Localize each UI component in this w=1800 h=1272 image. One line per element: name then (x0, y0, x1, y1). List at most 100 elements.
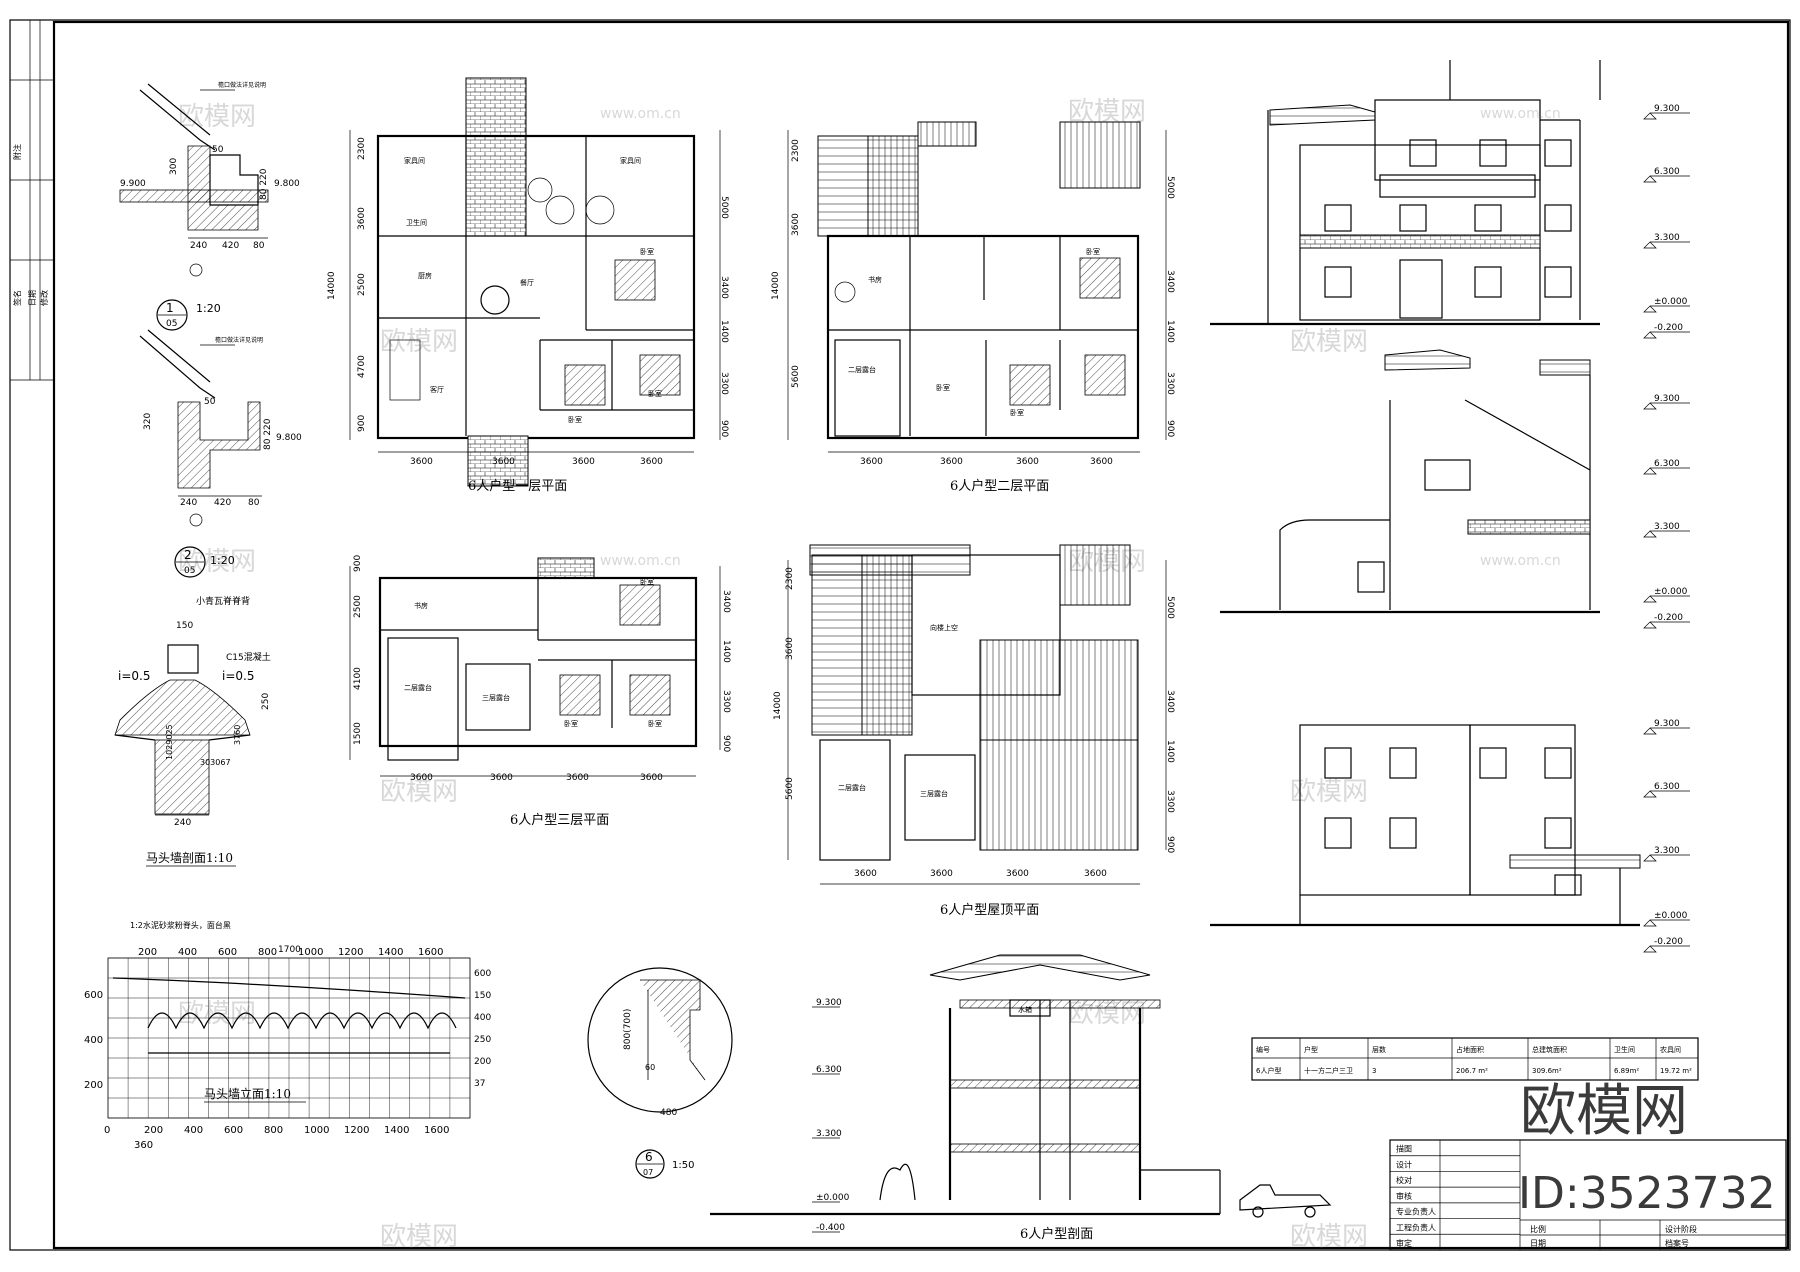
mhq-top-tick: 400 (178, 947, 197, 958)
dim: 420 (222, 241, 239, 251)
section-level: 6.300 (816, 1065, 842, 1075)
level-value: 3.300 (1654, 846, 1680, 856)
room-label: 书房 (868, 275, 882, 284)
dim: i=0.5 (222, 669, 254, 683)
dim: i=0.5 (118, 669, 150, 683)
level-mark (1643, 595, 1657, 603)
mhq-left-tick: 600 (84, 990, 103, 1001)
dim: 2500 (353, 595, 363, 618)
dim: 150 (176, 621, 193, 631)
level-value: 6.300 (1654, 167, 1680, 177)
dim: 3400 (1165, 690, 1175, 713)
room-label: 向楼上空 (930, 623, 958, 632)
dim: 60 (645, 1063, 655, 1072)
elevation-side (1220, 349, 1600, 614)
plan-1-ground-floor: 家具间 家具间 卫生间 厨房 餐厅 客厅 卧室 卧室 卧室 3600 3600 … (327, 77, 729, 494)
dim: 320 (143, 413, 153, 430)
dim: 80 (253, 241, 265, 251)
detail-1-ref: 05 (166, 319, 177, 329)
dim: 900 (721, 735, 731, 752)
level-value: -0.200 (1654, 937, 1683, 947)
plan-3-title: 6人户型三层平面 (510, 812, 609, 828)
level-value: 6.300 (1654, 782, 1680, 792)
dim: 240 (190, 241, 207, 251)
dim: 3600 (1016, 457, 1039, 467)
dim-small: 3760 (233, 725, 242, 745)
sheet-inner-border (52, 20, 1790, 1250)
dim: 3400 (1165, 270, 1175, 293)
mhq-top-tick: 800 (258, 947, 277, 958)
dim: 5000 (719, 196, 729, 219)
tb-row-label: 审定 (1396, 1238, 1412, 1248)
watermark-brand: 欧模网 (1290, 327, 1368, 357)
dim: 80 (248, 498, 260, 508)
watermark-brand: 欧模网 (1290, 777, 1368, 807)
watermark-id: ID:3523732 (1518, 1168, 1776, 1219)
room-label: 三层露台 (920, 789, 948, 798)
dim: 2300 (791, 139, 801, 162)
mhq-bottom-tick: 600 (224, 1125, 243, 1136)
level-value: ±0.000 (1654, 297, 1688, 307)
dim: 1500 (353, 722, 363, 745)
dim: 3600 (492, 457, 515, 467)
dim: 3600 (930, 869, 953, 879)
tb-row-label: 审核 (1396, 1191, 1412, 1201)
dim: 900 (353, 555, 363, 572)
dim: 240 (174, 818, 191, 828)
dim: 5600 (785, 777, 795, 800)
room-label: 卧室 (568, 415, 582, 424)
level-mark (1643, 112, 1657, 120)
dim: 3600 (490, 773, 513, 783)
level-mark (1643, 945, 1657, 953)
table-cell: 6人户型 (1256, 1066, 1281, 1075)
dim: 50 (204, 397, 216, 407)
mhq-right-tick: 400 (474, 1013, 491, 1023)
mhq-elev-total: 1700 (278, 945, 301, 955)
level-value: 3.300 (1654, 233, 1680, 243)
mhq-bottom-tick: 1400 (384, 1125, 409, 1136)
mhq-top-tick: 1000 (298, 947, 323, 958)
level-mark (1643, 530, 1657, 538)
dim: 5000 (1165, 176, 1175, 199)
dim: 3400 (719, 276, 729, 299)
dim: C15混凝土 (226, 651, 271, 663)
level-value: ±0.000 (1654, 911, 1688, 921)
dim: 3600 (860, 457, 883, 467)
dim: 3600 (1006, 869, 1029, 879)
dim: 50 (212, 145, 224, 155)
tb-cell: 比例 (1530, 1224, 1546, 1234)
dim: 3600 (1084, 869, 1107, 879)
level-value: 9.300 (1654, 719, 1680, 729)
dim-total: 14000 (773, 691, 783, 720)
tb-row-label: 描图 (1396, 1144, 1412, 1154)
dim: 3300 (719, 372, 729, 395)
elevation-front (1210, 60, 1601, 326)
room-label: 卧室 (640, 247, 654, 256)
mhq-section-title: 马头墙剖面1:10 (146, 851, 233, 865)
mhq-right-tick: 600 (474, 969, 491, 979)
dim: 3600 (1090, 457, 1113, 467)
detail-6: 800(700) 60 480 6 07 1:50 (587, 967, 733, 1179)
dim: 2500 (357, 273, 367, 296)
level-mark (1643, 331, 1657, 339)
sidebar-label-sign: 签名 (12, 290, 22, 306)
level-mark (1643, 305, 1657, 313)
table-cell: 3 (1372, 1067, 1376, 1075)
level-mark (1643, 241, 1657, 249)
dim: 3600 (357, 207, 367, 230)
dim: 1400 (1165, 320, 1175, 343)
level-value: -0.200 (1654, 323, 1683, 333)
detail-2-ref: 05 (184, 566, 195, 576)
table-header: 卫生间 (1614, 1045, 1635, 1054)
plan-4-title: 6人户型屋顶平面 (940, 902, 1039, 918)
mhq-bottom-tick: 800 (264, 1125, 283, 1136)
elevation-level-markers: 9.3006.3003.300±0.000-0.2009.3006.3003.3… (812, 104, 1690, 1233)
dim: 3600 (572, 457, 595, 467)
dim: 3600 (791, 213, 801, 236)
table-header: 占地面积 (1456, 1045, 1484, 1054)
watermark-site: www.om.cn (1480, 553, 1561, 569)
mhq-elev-bottom-dim: 360 (134, 1140, 153, 1151)
